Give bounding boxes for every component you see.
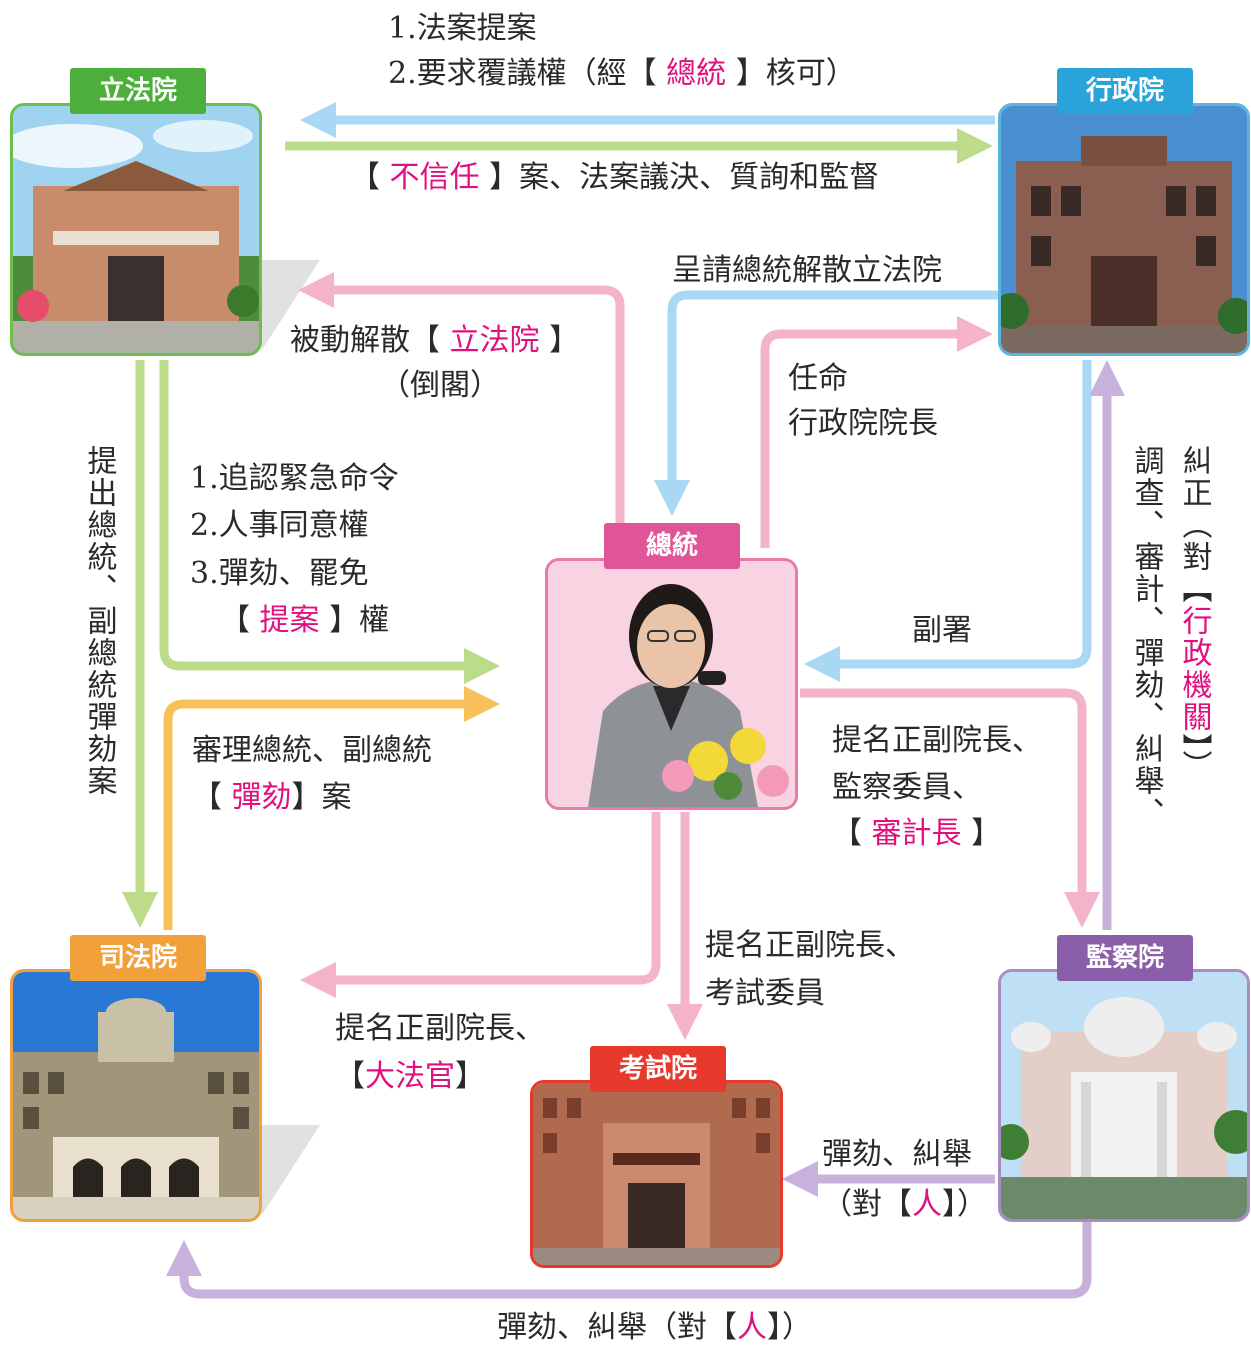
arrow-pres-to-control [800,688,1100,928]
control-yuan-tag: 監察院 [1057,935,1193,981]
judicial-yuan-tag: 司法院 [70,935,206,981]
examination-yuan-label: 考試院 [618,1054,697,1084]
examination-building-image [533,1083,780,1265]
president-photo [548,561,795,807]
arrow-leg-to-pres [159,360,500,684]
president-tag: 總統 [604,523,740,569]
exec-countersign-label: 副署 [912,613,972,648]
president-label: 總統 [645,531,698,561]
control-to-exec-col2: 調查、審計、彈劾、糾舉、 [1128,445,1164,829]
pres-dissolve-leg-label: 被動解散【 立法院 】 （倒閣） [290,323,580,403]
control-building-image [1001,972,1247,1219]
control-yuan-label: 監察院 [1085,943,1164,973]
pres-appoint-premier-label: 任命 行政院院長 [788,361,938,441]
leg-to-judicial-label: 提出總統、副總統彈劾案 [81,445,117,797]
arrow-pres-to-leg-dissolve [298,272,625,545]
arrow-pres-to-judicial [300,812,661,998]
judicial-yuan-card[interactable] [10,969,262,1222]
arrow-exec-countersign [804,360,1092,682]
executive-building-image [1001,106,1247,353]
pres-to-judicial-label: 提名正副院長、 【大法官】 [335,1011,545,1094]
control-yuan-card[interactable] [998,969,1250,1222]
executive-yuan-label: 行政院 [1085,76,1164,106]
pres-to-control-label: 提名正副院長、 監察委員、 【 審計長 】 [832,723,1042,851]
arrow-pres-to-exec-appoint [760,316,993,548]
arrow-judicial-to-pres [163,686,500,930]
executive-yuan-card[interactable] [998,103,1250,356]
control-to-exec-col1: 糾正（對【行政機關】） [1176,445,1212,782]
examination-yuan-tag: 考試院 [590,1046,726,1092]
arrow-exec-to-pres-dissolve [654,290,1000,516]
exec-to-leg-label: 1.法案提案 2.要求覆議權（經【 總統 】核可） [388,6,856,96]
legislative-yuan-tag: 立法院 [70,68,206,114]
judicial-to-pres-label: 審理總統、副總統 【 彈劾】案 [192,733,432,815]
leg-to-pres-label: 1.追認緊急命令 2.人事同意權 3.彈劾、罷免 【 提案 】權 [190,461,399,639]
arrow-control-to-judicial [166,1222,1092,1299]
legislative-building-image [13,106,259,353]
control-to-judicial-label: 彈劾、糾舉（對【人】） [497,1310,812,1345]
control-to-exam-label: 彈劾、糾舉 （對【人】） [822,1137,987,1222]
exec-request-dissolve-label: 呈請總統解散立法院 [672,253,942,288]
judicial-building-image [13,972,259,1219]
pres-to-exam-label: 提名正副院長、 考試委員 [705,928,915,1011]
legislative-yuan-label: 立法院 [98,76,177,106]
examination-yuan-card[interactable] [530,1080,783,1268]
legislative-yuan-card[interactable] [10,103,262,356]
exec-to-leg-line2: 2.要求覆議權（經【 總統 】核可） [388,56,856,91]
executive-yuan-tag: 行政院 [1057,68,1193,114]
leg-to-exec-label: 【 不信任 】案、法案議決、質詢和監督 [350,160,880,195]
judicial-yuan-label: 司法院 [98,943,177,973]
president-card[interactable] [545,558,798,810]
exec-to-leg-line1: 1.法案提案 [388,11,537,46]
